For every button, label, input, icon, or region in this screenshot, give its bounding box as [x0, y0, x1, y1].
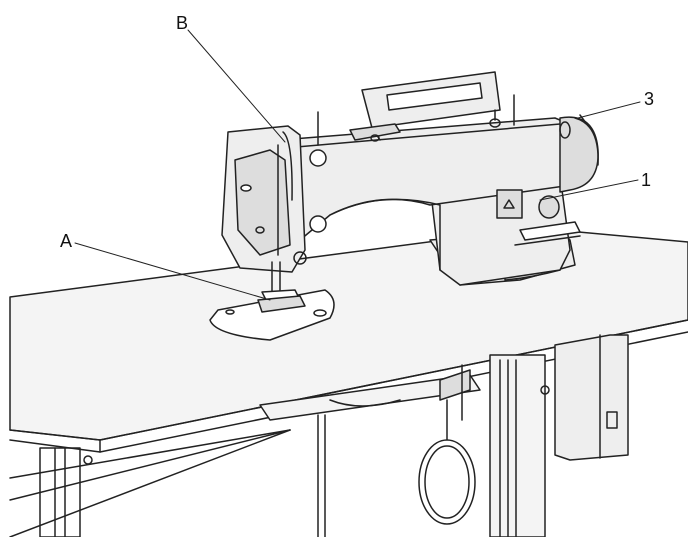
leader-line-3 — [577, 101, 641, 119]
leader-line-b — [187, 29, 286, 143]
callout-lines — [74, 29, 641, 301]
callout-label-b: B — [176, 13, 189, 33]
operation-panel — [361, 71, 501, 141]
callout-label-3: 3 — [644, 89, 655, 109]
handwheel — [559, 114, 599, 193]
callout-label-a: A — [60, 231, 73, 251]
machine-head — [221, 125, 327, 273]
thread-guides — [317, 94, 515, 146]
leader-line-a — [74, 242, 271, 301]
callout-label-1: 1 — [641, 170, 652, 190]
leader-line-1 — [539, 179, 639, 201]
machine-arm — [279, 117, 576, 271]
table-legs — [9, 334, 629, 537]
start-button — [496, 189, 560, 219]
